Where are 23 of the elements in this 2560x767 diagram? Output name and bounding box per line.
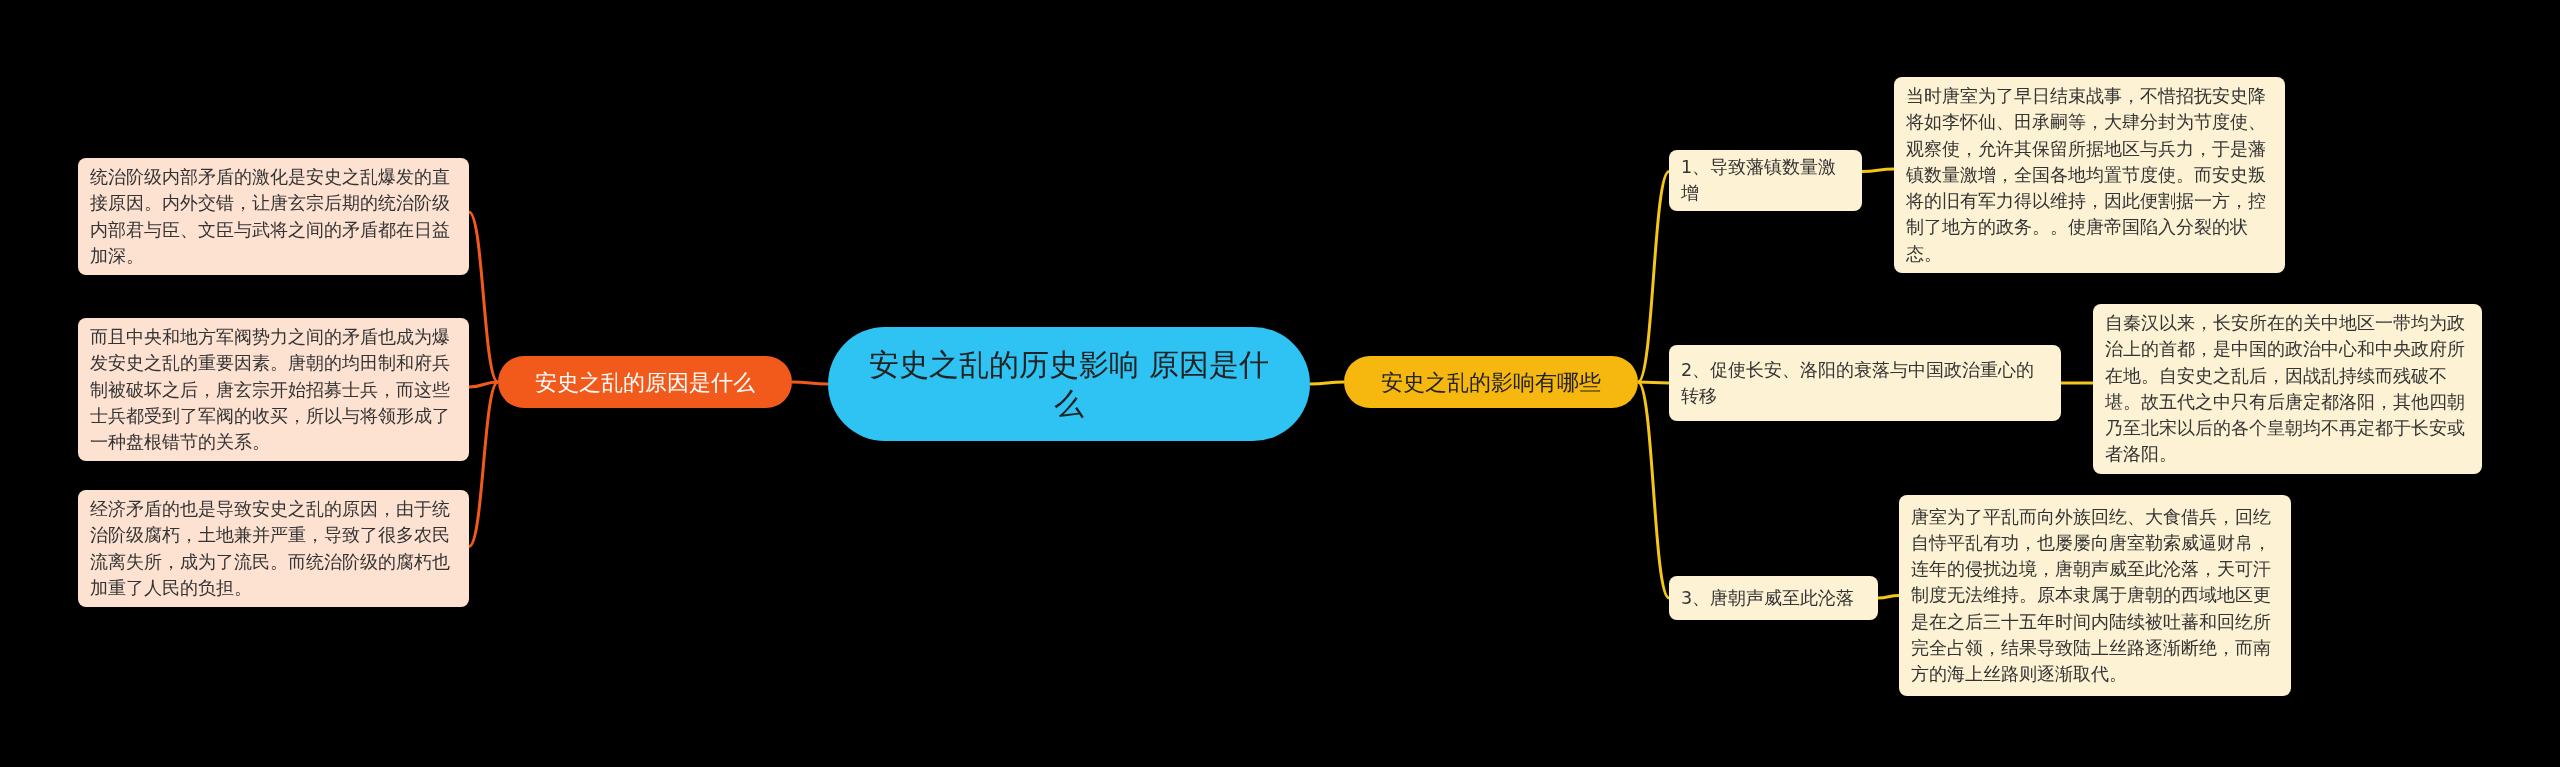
connector-line — [792, 380, 828, 386]
connector-line — [1877, 594, 1900, 600]
subtopic-box: 2、促使长安、洛阳的衰落与中国政治重心的转移 — [1669, 345, 2061, 421]
text-box: 唐室为了平乱而向外族回纥、大食借兵，回纥自恃平乱有功，也屡屡向唐室勒索威逼财帛，连年的侵扰边境，唐朝声威至此沦落，天可汗制度无法维持。原本隶属于唐朝的西域地区更是在之后三十五年时间内陆续被吐蕃和回纥所完全占领，结果导致陆上丝路逐渐断绝，而南方的海上丝路则逐渐取代。 — [1899, 495, 2291, 696]
text-box: 经济矛盾的也是导致安史之乱的原因，由于统治阶级腐朽，土地兼并严重，导致了很多农民流离失所，成为了流民。而统治阶级的腐朽也加重了人民的负担。 — [78, 490, 469, 607]
subtopic-box: 1、导致藩镇数量激增 — [1669, 150, 1862, 211]
connector-line — [468, 380, 499, 389]
branch-topic-box: 安史之乱的原因是什么 — [498, 356, 792, 408]
connector-line — [467, 210, 500, 384]
connector-line — [1310, 380, 1344, 386]
text-box: 当时唐室为了早日结束战事，不惜招抚安史降将如李怀仙、田承嗣等，大肆分封为节度使、观察使，允许其保留所据地区与兵力，于是藩镇数量激增，全国各地均置节度使。而安史叛将的旧有军力得以维持，因此便割据一方，控制了地方的政务。。使唐帝国陷入分裂的状态。 — [1894, 77, 2285, 273]
connector-line — [1636, 381, 1671, 599]
connector-line — [467, 380, 500, 548]
branch-topic-box: 安史之乱的影响有哪些 — [1344, 356, 1638, 408]
text-box: 自秦汉以来，长安所在的关中地区一带均为政治上的首都，是中国的政治中心和中央政府所在地。自安史之乱后，因战乱持续而残破不堪。故五代之中只有后唐定都洛阳，其他四朝乃至北宋以后的各个皇朝均不再定都于长安或者洛阳。 — [2093, 304, 2482, 474]
connector-line — [1861, 167, 1895, 173]
connector-line — [1637, 380, 1670, 385]
connector-line — [2061, 381, 2093, 385]
connector-line — [1636, 170, 1671, 383]
text-box: 而且中央和地方军阀势力之间的矛盾也成为爆发安史之乱的重要因素。唐朝的均田制和府兵制被破坏之后，唐玄宗开始招募士兵，而这些士兵都受到了军阀的收买，所以与将领形成了一种盘根错节的关系。 — [78, 318, 469, 462]
text-box: 统治阶级内部矛盾的激化是安史之乱爆发的直接原因。内外交错，让唐玄宗后期的统治阶级内部君与臣、文臣与武将之间的矛盾都在日益加深。 — [78, 158, 469, 275]
central-topic-box: 安史之乱的历史影响 原因是什么 — [828, 327, 1310, 441]
subtopic-box: 3、唐朝声威至此沦落 — [1669, 576, 1878, 620]
